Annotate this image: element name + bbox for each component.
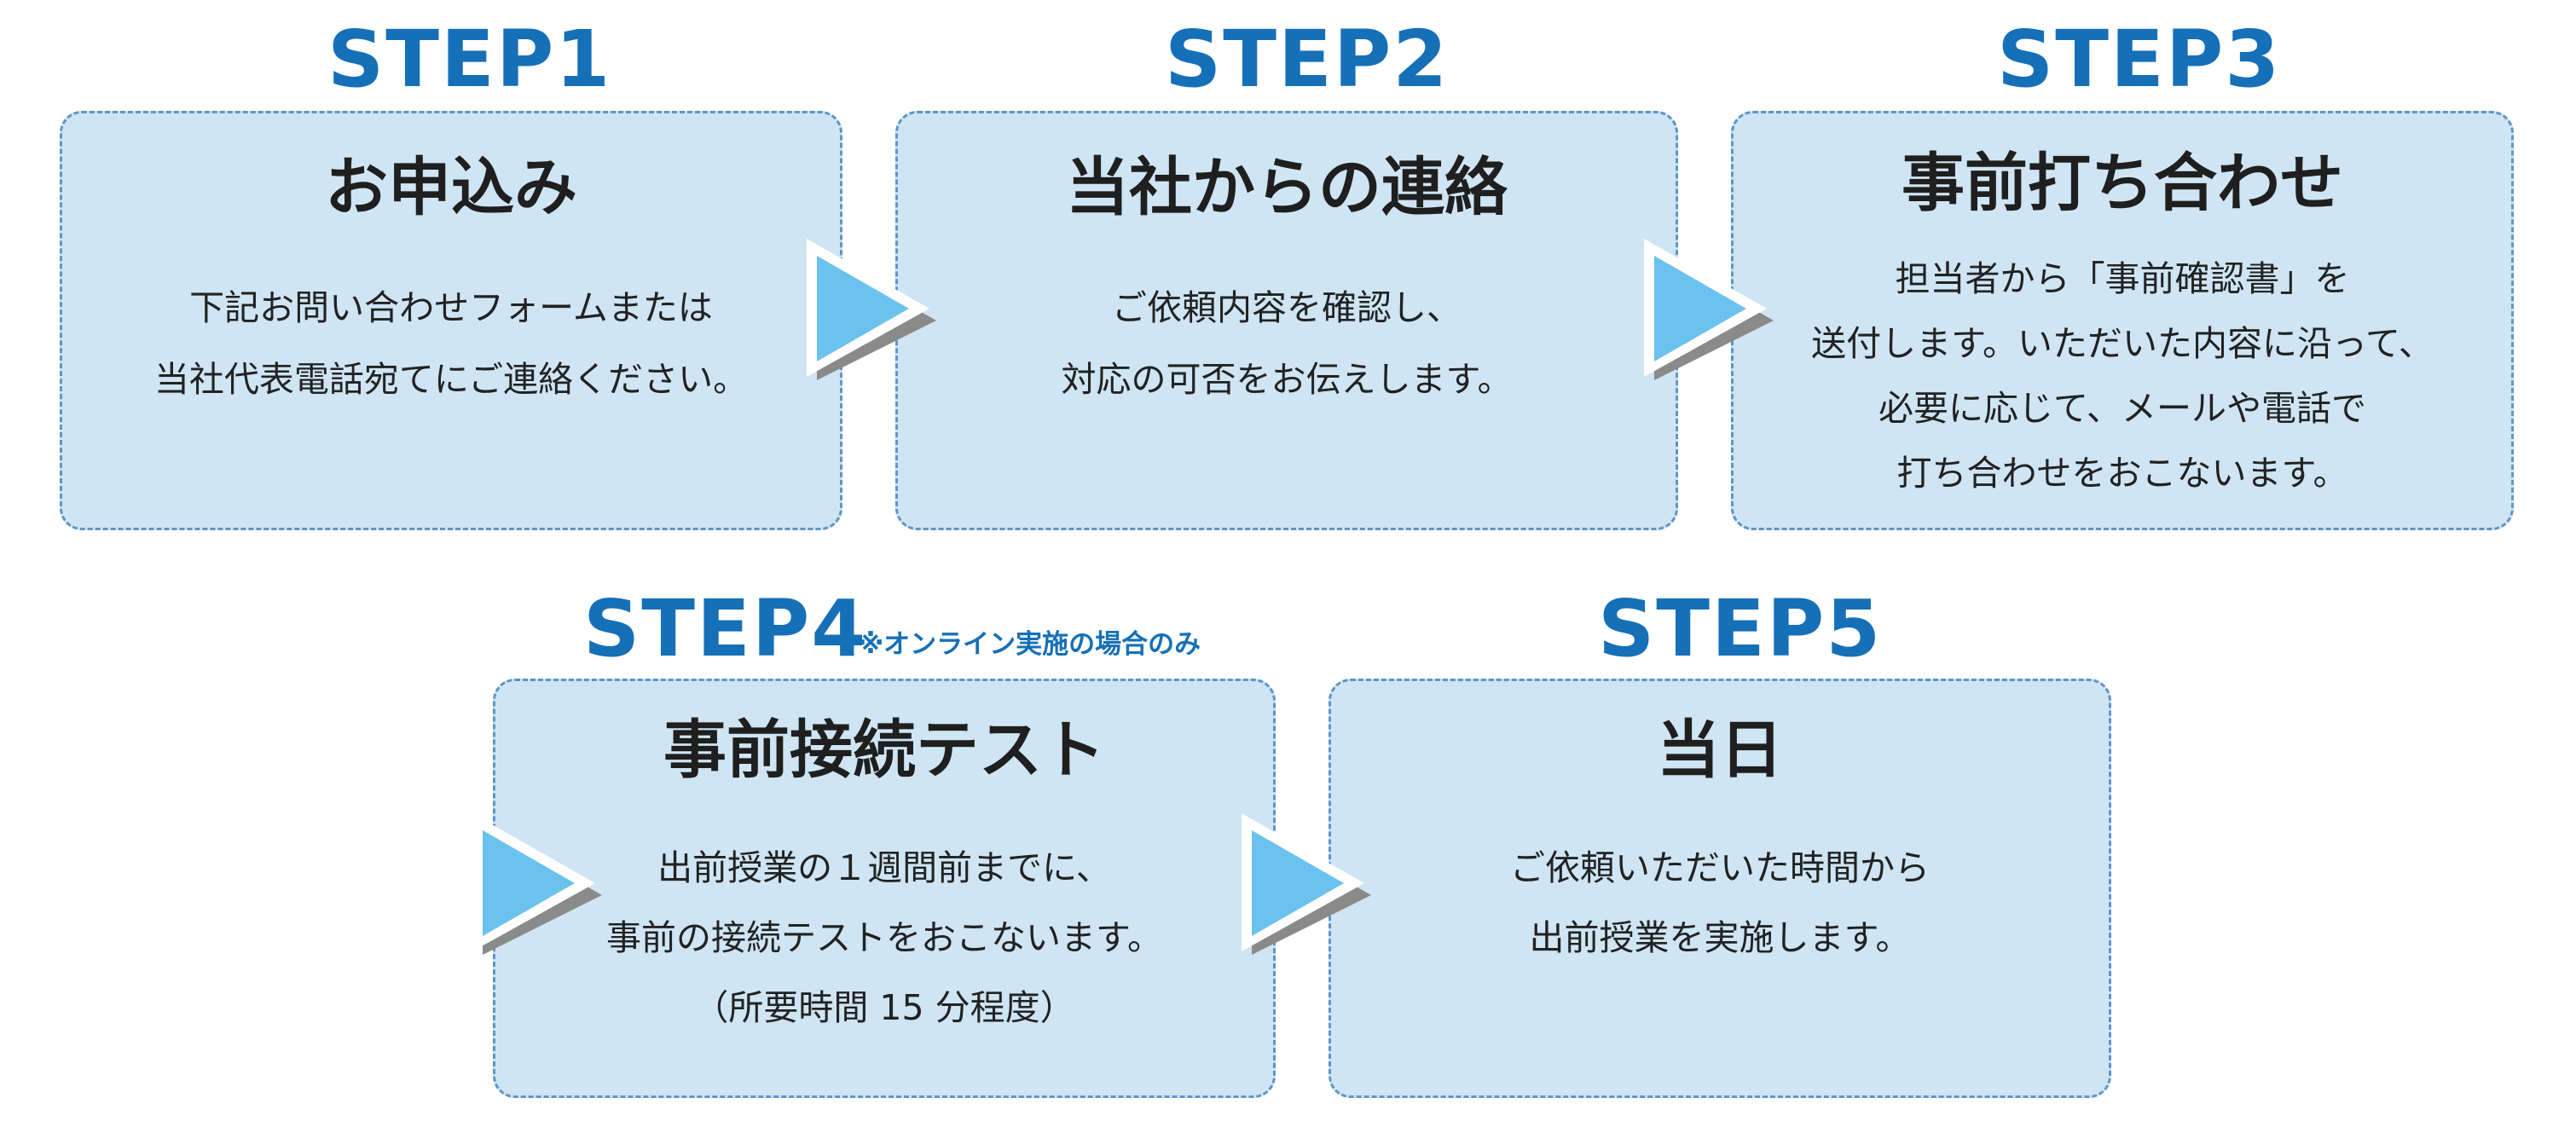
step1-description-line: 下記お問い合わせフォームまたは (189, 287, 713, 328)
step1-title: お申込み (325, 151, 577, 224)
step3-card: 事前打ち合わせ 担当者から「事前確認書」を 送付します。いただいた内容に沿って、… (1731, 111, 2514, 530)
step2-description: ご依頼内容を確認し、 対応の可否をお伝えします。 (898, 272, 1676, 415)
step5-card: 当日 ご依頼いただいた時間から 出前授業を実施します。 (1329, 679, 2111, 1098)
step4-note: ※オンライン実施の場合のみ (858, 629, 1201, 660)
arrow-right-icon (1242, 813, 1371, 955)
step1-description-line: 当社代表電話宛てにご連絡ください。 (153, 359, 749, 400)
step5-description: ご依頼いただいた時間から 出前授業を実施します。 (1331, 833, 2109, 973)
step3-title: 事前打ち合わせ (1902, 147, 2343, 220)
arrow-right-icon (807, 239, 936, 380)
step3-description-line: 送付します。いただいた内容に沿って、 (1811, 323, 2434, 364)
step3-description-line: 打ち合わせをおこないます。 (1896, 453, 2348, 494)
step5-description-line: ご依頼いただいた時間から (1510, 847, 1930, 888)
arrow-right-icon (472, 813, 602, 955)
step5-description-line: 出前授業を実施します。 (1529, 917, 1911, 958)
arrow-right-icon (1644, 239, 1774, 380)
step4-description-line: （所要時間 15 分程度） (693, 987, 1075, 1028)
step1-description: 下記お問い合わせフォームまたは 当社代表電話宛てにご連絡ください。 (62, 272, 840, 415)
step2-title: 当社からの連絡 (1066, 151, 1508, 224)
step2-description-line: ご依頼内容を確認し、 (1112, 287, 1462, 328)
step2-label: STEP2 (1165, 14, 1450, 105)
step3-description: 担当者から「事前確認書」を 送付します。いただいた内容に沿って、 必要に応じて、… (1734, 246, 2511, 506)
step3-description-line: 担当者から「事前確認書」を (1895, 258, 2350, 299)
step5-label: STEP5 (1598, 583, 1883, 674)
step4-title: 事前接続テスト (663, 714, 1105, 787)
step4-description-line: 出前授業の１週間前までに、 (657, 847, 1111, 888)
step4-description-line: 事前の接続テストをおこないます。 (606, 917, 1162, 958)
step2-card: 当社からの連絡 ご依頼内容を確認し、 対応の可否をお伝えします。 (895, 111, 1678, 530)
step1-card: お申込み 下記お問い合わせフォームまたは 当社代表電話宛てにご連絡ください。 (60, 111, 842, 530)
step1-label: STEP1 (327, 14, 612, 105)
step4-card: 事前接続テスト 出前授業の１週間前までに、 事前の接続テストをおこないます。 （… (493, 679, 1276, 1098)
step3-label: STEP3 (1997, 14, 2282, 105)
step5-title: 当日 (1657, 714, 1783, 787)
step4-label: STEP4 (583, 583, 868, 674)
step4-description: 出前授業の１週間前までに、 事前の接続テストをおこないます。 （所要時間 15 … (495, 833, 1273, 1043)
step3-description-line: 必要に応じて、メールや電話で (1878, 388, 2366, 429)
step2-description-line: 対応の可否をお伝えします。 (1061, 359, 1513, 400)
